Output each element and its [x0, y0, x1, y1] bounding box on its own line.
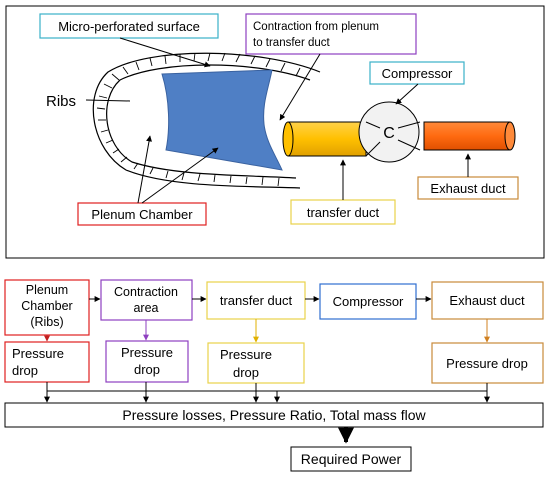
transfer-duct-end: [282, 121, 294, 157]
pd-exhaust-label: Pressure drop: [446, 356, 528, 371]
required-power-box: [290, 446, 412, 472]
airfoil-outer-skin: [92, 52, 321, 189]
contraction-pointer: [279, 53, 321, 121]
compressor-pointer: [395, 83, 419, 105]
flow-plenum-line3: (Ribs): [30, 315, 63, 329]
plenum-chamber-shape: [161, 69, 283, 171]
airfoil-perforation-hatch: [96, 52, 301, 187]
pd-transfer-box: [207, 342, 305, 384]
flow-compressor-box: [319, 283, 417, 320]
flow-transfer-box: [206, 281, 306, 320]
compressor-label: Compressor: [382, 66, 453, 81]
flow-contraction-line2: area: [133, 301, 158, 315]
microperf-label: Micro-perforated surface: [58, 19, 200, 34]
airfoil-inner-skin: [106, 64, 311, 179]
required-power-label: Required Power: [301, 451, 402, 467]
summary-box: [4, 402, 544, 428]
flow-compressor-label: Compressor: [333, 294, 404, 309]
contraction-label-box: [245, 13, 417, 55]
pd-contraction-line2: drop: [134, 362, 160, 377]
plenum-pointer-2: [141, 147, 219, 204]
ribs-leader: [85, 99, 131, 102]
compressor-letter: C: [383, 125, 395, 142]
exhaust-duct-shape: [423, 121, 511, 151]
contraction-label-line1: Contraction from plenum: [253, 21, 379, 33]
pd-exhaust-box: [431, 342, 544, 384]
exhaust-label: Exhaust duct: [430, 181, 506, 196]
plenum-label: Plenum Chamber: [91, 207, 193, 222]
flow-plenum-box: [4, 279, 90, 336]
pd-plenum-line1: Pressure: [12, 346, 64, 361]
pd-contraction-box: [105, 340, 189, 383]
transfer-label: transfer duct: [307, 205, 380, 220]
compressor-circle: [358, 101, 420, 163]
summary-label: Pressure losses, Pressure Ratio, Total m…: [122, 407, 426, 423]
microperf-label-box: [39, 13, 219, 39]
contraction-label-line2: to transfer duct: [253, 37, 331, 49]
flow-plenum-line1: Plenum: [26, 283, 68, 297]
plenum-pointer-1: [137, 135, 153, 204]
pd-contraction-line1: Pressure: [121, 345, 173, 360]
pd-plenum-line2: drop: [12, 363, 38, 378]
pd-transfer-line1: Pressure: [220, 347, 272, 362]
flow-exhaust-box: [431, 281, 544, 320]
flow-plenum-line2: Chamber: [21, 299, 72, 313]
transfer-label-box: [290, 199, 396, 225]
ribs-label: Ribs: [46, 93, 76, 110]
pd-transfer-line2: drop: [233, 365, 259, 380]
compressor-label-box: [369, 61, 465, 85]
microperf-pointer: [119, 37, 211, 68]
flow-exhaust-label: Exhaust duct: [449, 293, 525, 308]
transfer-duct-shape: [287, 121, 367, 157]
flow-contraction-box: [100, 279, 193, 321]
exhaust-duct-end: [504, 121, 516, 151]
flow-transfer-label: transfer duct: [220, 293, 293, 308]
flow-contraction-line1: Contraction: [114, 285, 178, 299]
